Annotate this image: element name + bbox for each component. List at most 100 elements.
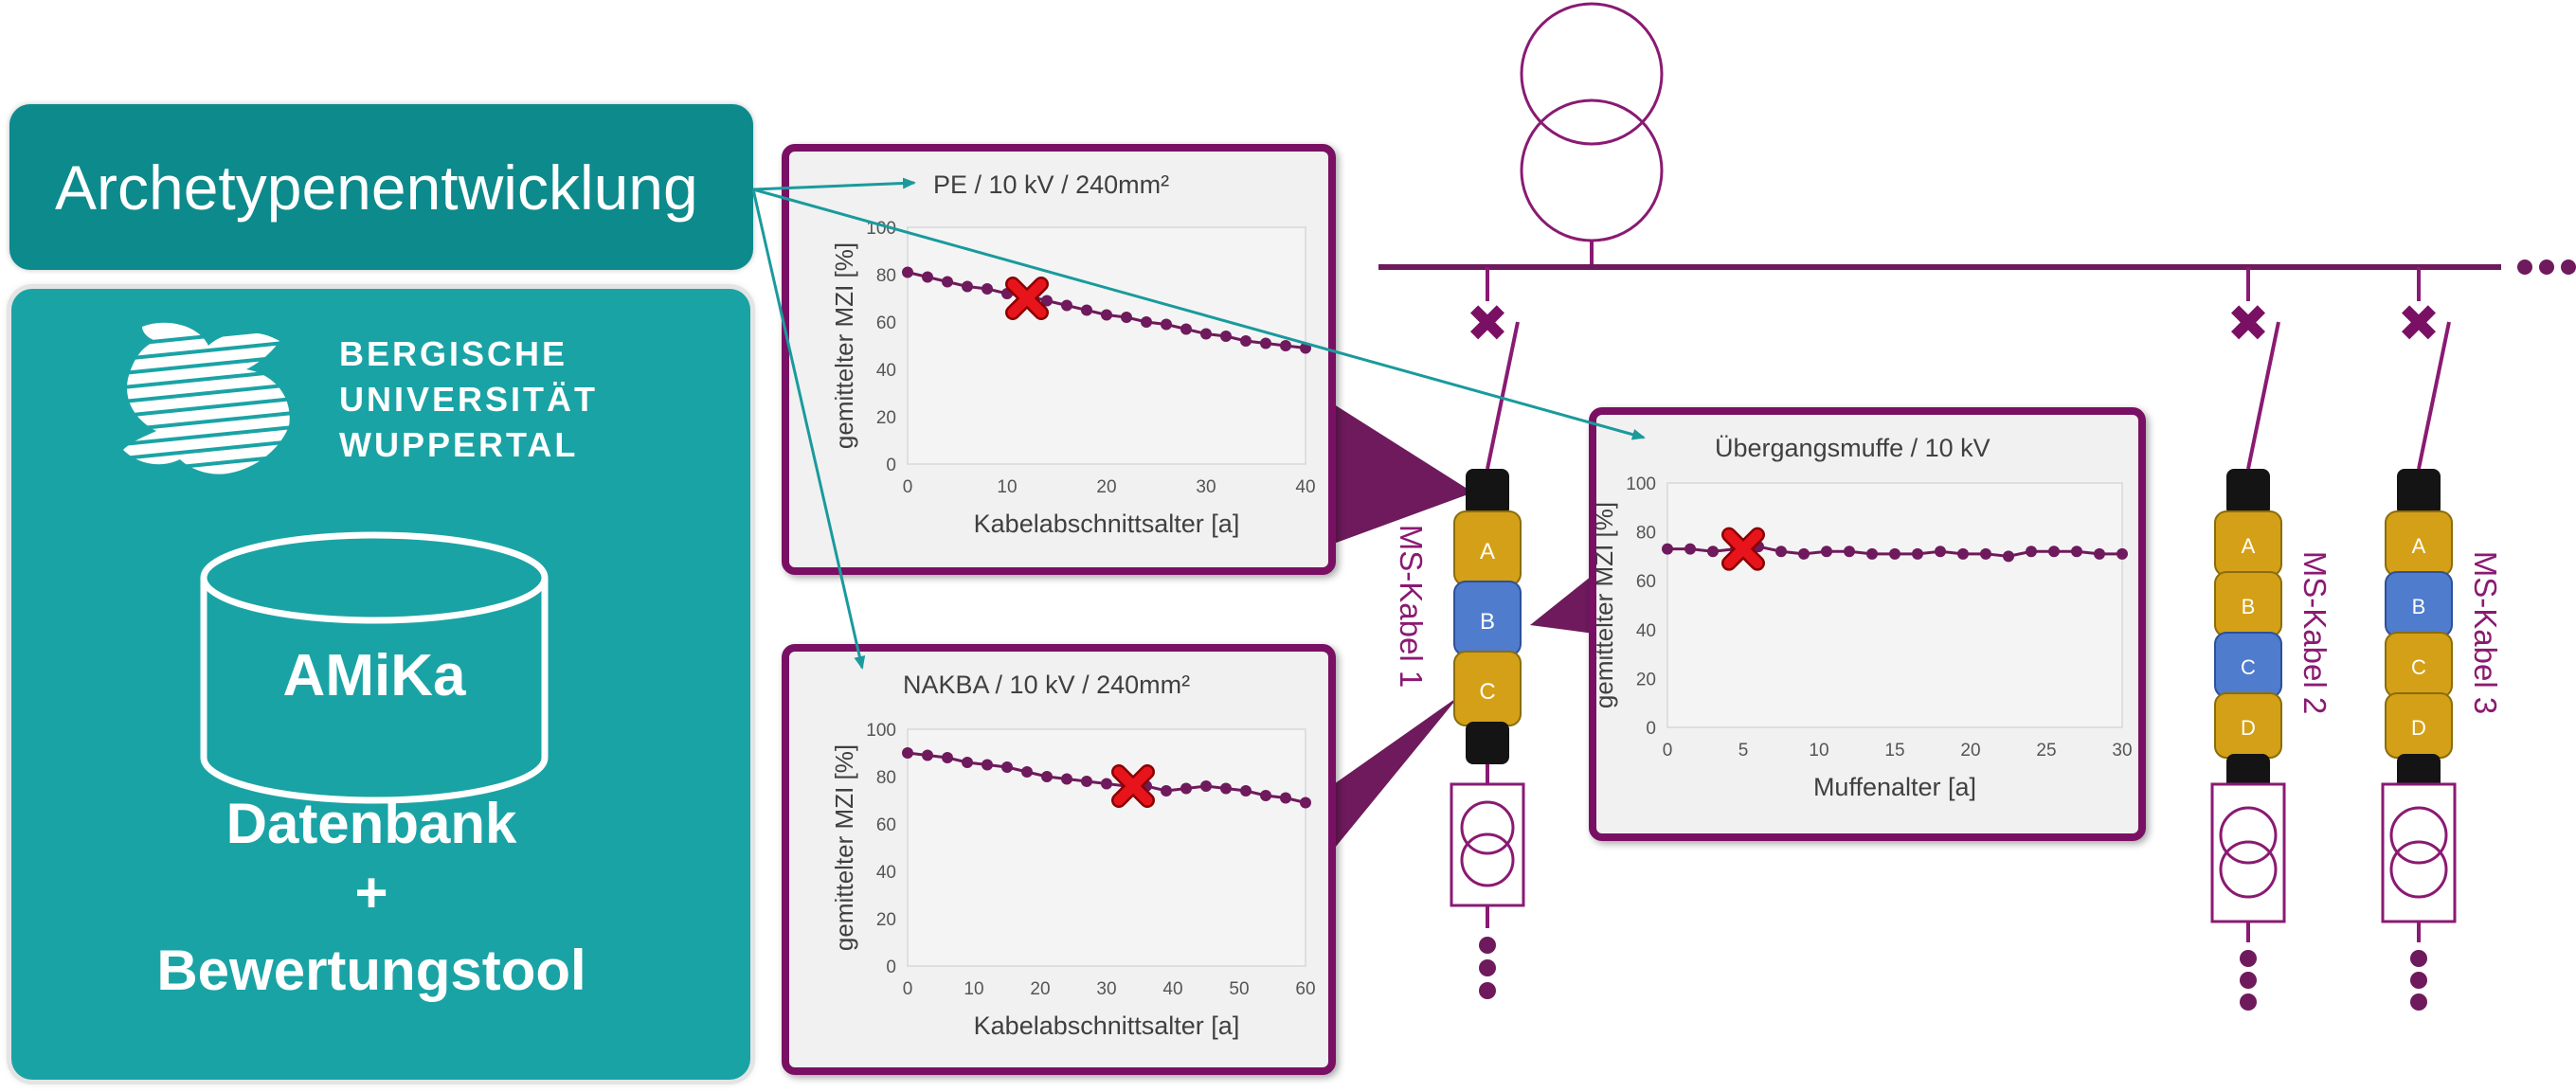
x-tick-label: 25 (2036, 741, 2056, 761)
data-point (2071, 546, 2082, 558)
x-tick-label: 40 (1295, 477, 1315, 497)
data-point (942, 276, 953, 288)
university-database-box (11, 289, 750, 1080)
y-tick-label: 20 (1636, 670, 1656, 689)
failure-marker-icon (1113, 766, 1153, 806)
y-tick-label: 80 (876, 266, 896, 286)
chart-title: NAKBA / 10 kV / 240mm² (903, 671, 1190, 699)
x-tick-label: 30 (1196, 477, 1216, 497)
feeder-3-line (2417, 321, 2451, 470)
x-tick-label: 30 (2112, 741, 2132, 761)
data-point (1061, 299, 1072, 312)
data-point (982, 283, 993, 295)
data-point (1912, 547, 1923, 560)
data-point (1935, 546, 1946, 558)
data-point (2117, 547, 2128, 560)
x-tick-label: 10 (997, 477, 1017, 497)
data-point (1141, 316, 1152, 328)
data-point (922, 271, 933, 283)
y-tick-label: 40 (876, 863, 896, 883)
cable-2-bottom-cap (2226, 754, 2270, 792)
y-tick-label: 60 (876, 313, 896, 333)
cable-1: A B C MS-Kabel 1 (1394, 469, 1525, 999)
y-tick-label: 20 (876, 408, 896, 428)
data-point (2048, 546, 2060, 558)
cable-1-section-c-label: C (1479, 679, 1495, 705)
cable-3: A B C D MS-Kabel 3 (2381, 469, 2503, 1011)
plot-area (907, 728, 1306, 967)
data-point (962, 757, 973, 768)
data-point (1101, 778, 1112, 790)
x-tick-label: 30 (1096, 979, 1116, 999)
cable-1-label: MS-Kabel 1 (1394, 525, 1429, 688)
data-point (1300, 342, 1311, 354)
data-point (1121, 312, 1132, 323)
x-axis-label: Muffenalter [a] (1813, 773, 1976, 801)
y-tick-label: 40 (1636, 621, 1656, 641)
database-name: AMiKa (282, 643, 466, 708)
data-point (1061, 773, 1072, 785)
pe-chart-connector (1331, 403, 1473, 545)
chart-title: Übergangsmuffe / 10 kV (1715, 434, 1991, 462)
data-point (1775, 546, 1787, 558)
data-point (1684, 543, 1696, 555)
data-point (1300, 797, 1311, 809)
database-line-3: Bewertungstool (156, 939, 586, 1002)
feeder-2-breaker-icon: ✖ (2226, 294, 2269, 353)
feeder-2-line (2246, 321, 2280, 470)
x-tick-label: 0 (903, 477, 913, 497)
cable-2-section-d-label: D (2241, 716, 2256, 740)
plot-area (1666, 482, 2123, 728)
data-point (1866, 547, 1878, 560)
cable-2-section-b-label: B (2242, 595, 2256, 618)
cable-1-transformer-icon (1460, 800, 1515, 855)
y-axis-label: gemittelter MZI [%] (1596, 502, 1618, 708)
cable-3-label: MS-Kabel 3 (2468, 551, 2503, 714)
data-point (1821, 546, 1832, 558)
transformer-main (1520, 2, 1664, 242)
data-point (982, 759, 993, 771)
data-point (902, 747, 913, 759)
cable-2-top-cap (2226, 469, 2270, 516)
data-point (2026, 546, 2037, 558)
data-point (1798, 547, 1810, 560)
data-point (1041, 771, 1053, 782)
data-point (1001, 761, 1013, 773)
data-point (1200, 328, 1212, 340)
x-tick-label: 20 (1030, 979, 1050, 999)
cable-1-bottom-cap (1466, 722, 1509, 764)
database-line-2: + (354, 861, 388, 924)
x-tick-label: 20 (1960, 741, 1980, 761)
y-tick-label: 100 (866, 721, 896, 741)
data-point (922, 749, 933, 761)
y-axis-label: gemittelter MZI [%] (830, 242, 858, 449)
university-line-2: UNIVERSITÄT (339, 380, 599, 419)
university-line-3: WUPPERTAL (339, 425, 579, 464)
cable-3-section-d-label: D (2411, 716, 2426, 740)
cable-1-continuation-dots (1479, 937, 1496, 999)
data-point (1240, 335, 1252, 347)
cable-2-continuation-dots (2240, 950, 2257, 1011)
cable-2-section-a-label: A (2242, 534, 2256, 558)
y-tick-label: 40 (876, 361, 896, 381)
data-point (1707, 546, 1719, 558)
cable-2-substation (2210, 782, 2286, 923)
x-axis-label: Kabelabschnittsalter [a] (974, 1011, 1240, 1040)
cable-1-top-cap (1466, 469, 1509, 516)
cable-3-section-b-label: B (2412, 595, 2426, 618)
database-line-1: Datenbank (225, 792, 517, 855)
data-point (1280, 340, 1291, 351)
data-point (1260, 337, 1271, 349)
busbar-continuation-dots (2517, 260, 2576, 275)
data-point (1240, 785, 1252, 797)
archetype-development-box: Archetypenentwicklung (9, 104, 753, 270)
x-tick-label: 10 (964, 979, 983, 999)
cable-2: A B C D MS-Kabel 2 (2210, 469, 2333, 1011)
data-point (1220, 782, 1232, 795)
cable-3-section-a-label: A (2412, 534, 2426, 558)
data-point (902, 266, 913, 278)
data-point (1081, 776, 1092, 787)
y-tick-label: 80 (876, 768, 896, 788)
